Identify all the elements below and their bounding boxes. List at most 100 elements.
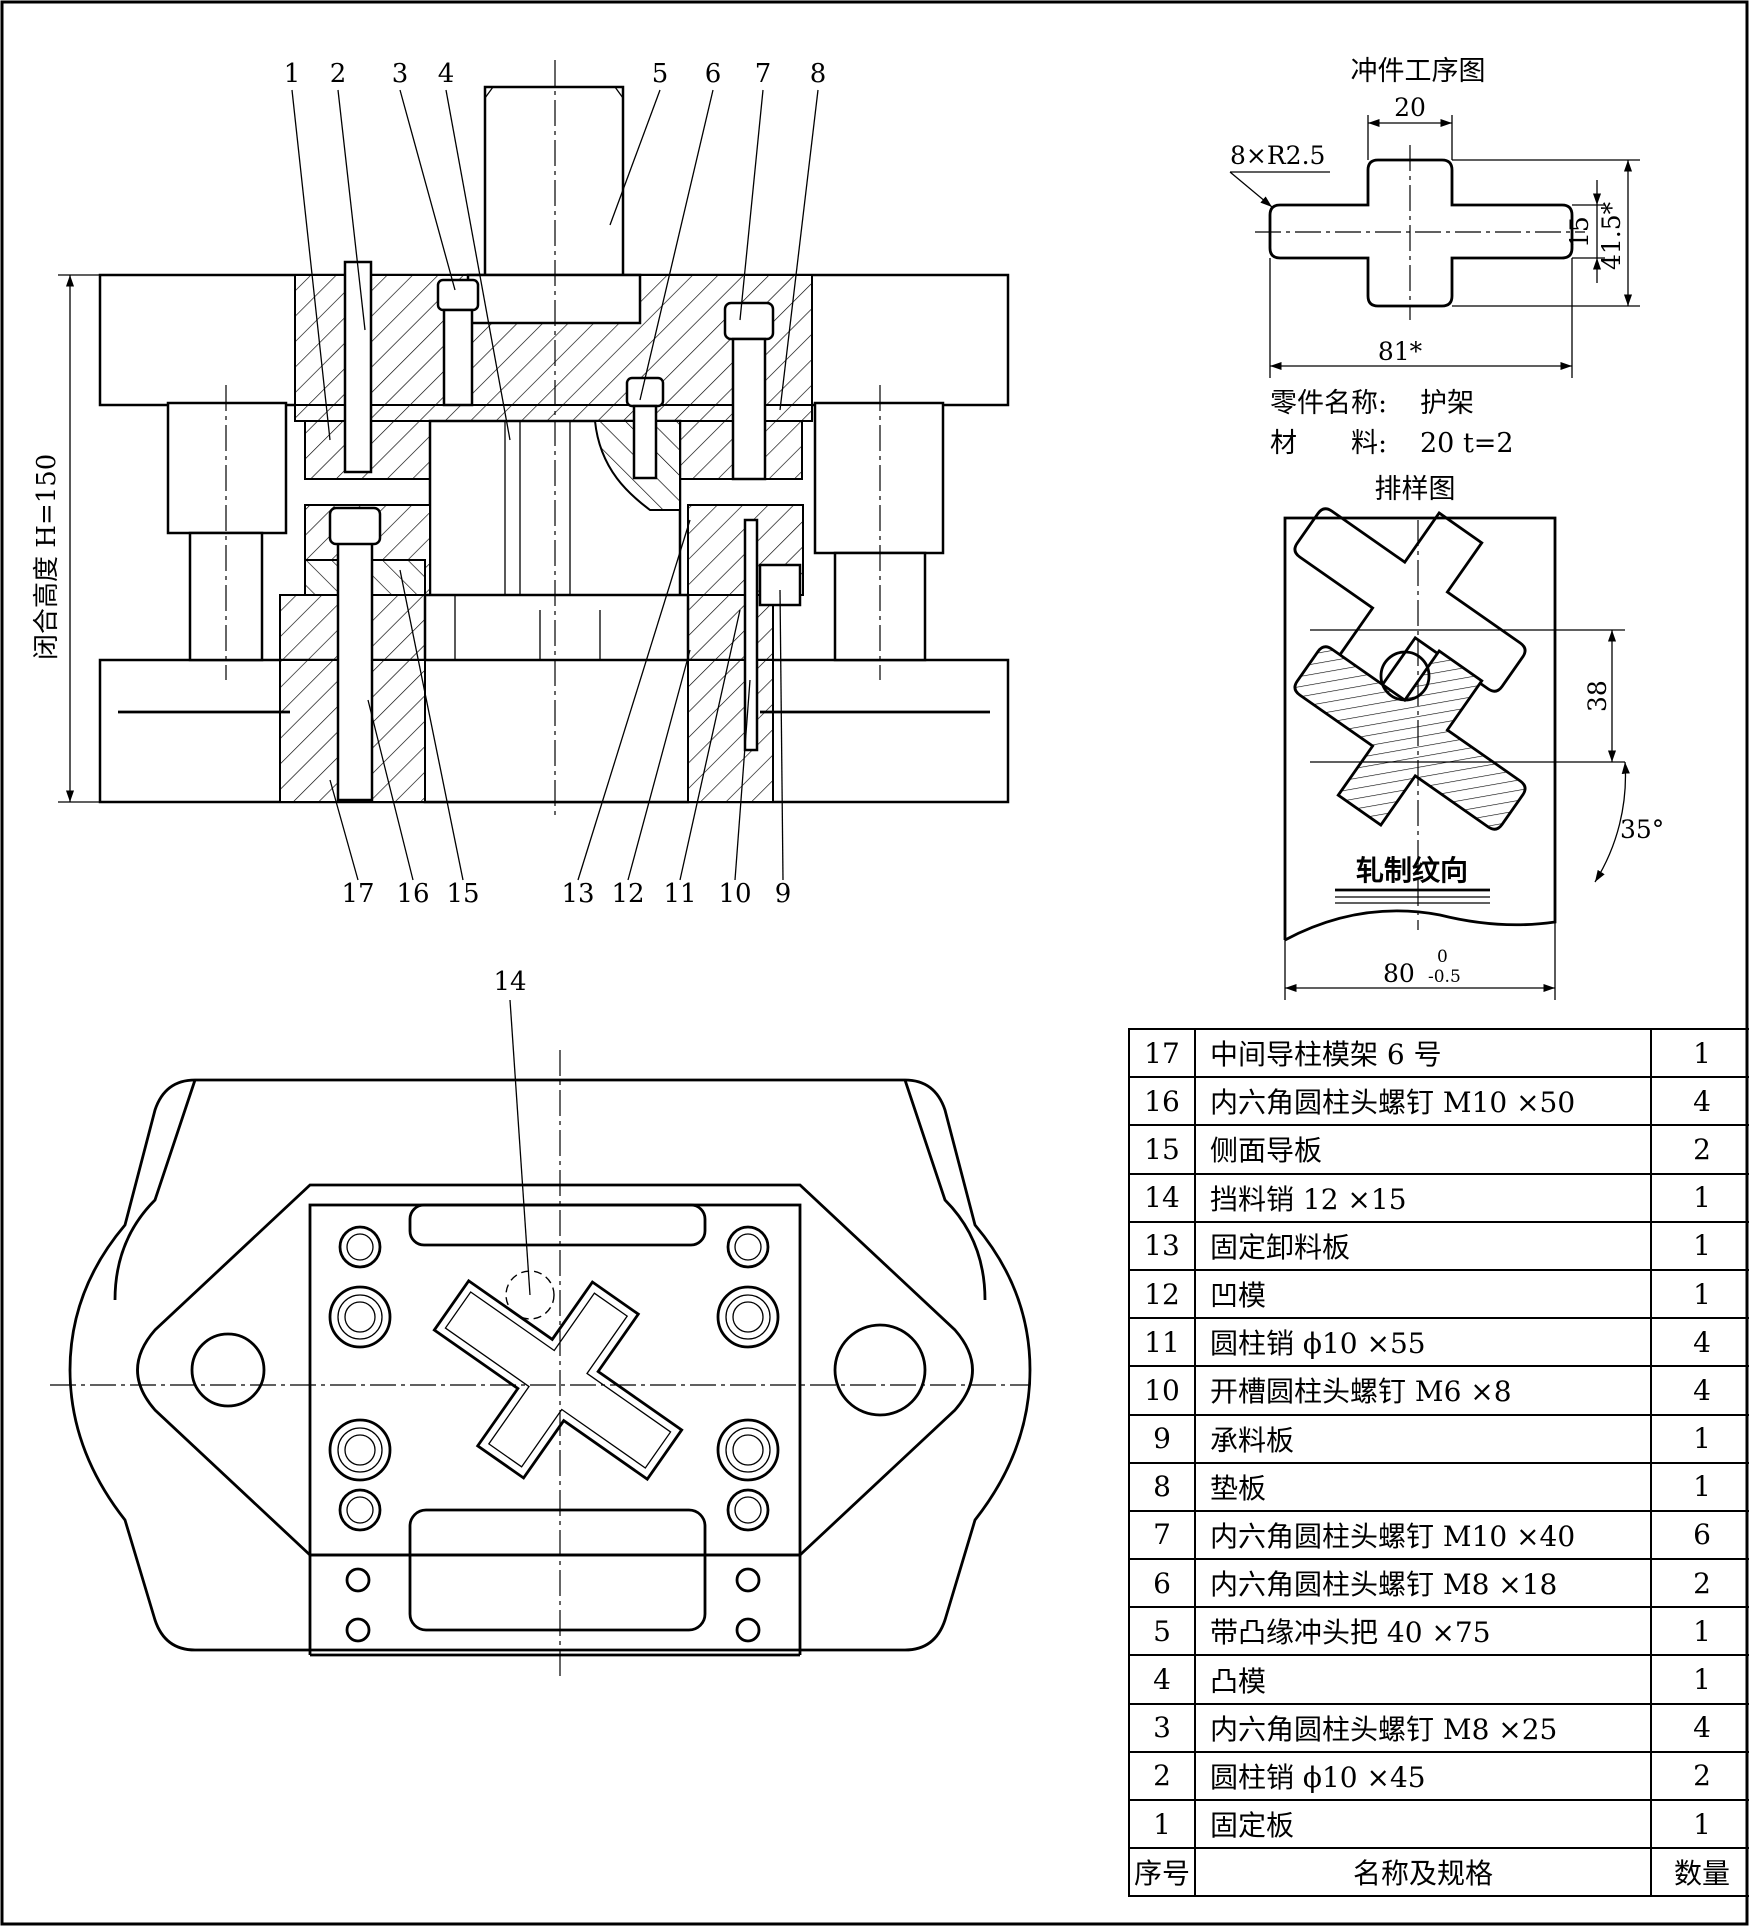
- dim-height-small: 15: [1565, 216, 1594, 248]
- callout-leader: [779, 589, 784, 881]
- strip-width: 80: [1383, 959, 1415, 988]
- dim-radius: 8×R2.5: [1230, 141, 1325, 170]
- callout-5: 5: [652, 59, 669, 89]
- die-plate-top: [308, 1203, 802, 1557]
- bom-qty: 1: [1650, 1268, 1749, 1320]
- bom-no: 16: [1128, 1076, 1196, 1127]
- plan-view: 14: [50, 967, 1032, 1680]
- bom-no: 5: [1128, 1606, 1196, 1657]
- callout-1: 1: [284, 59, 301, 89]
- die-cross-opening: [432, 1278, 684, 1482]
- bom-header-qty: 数量: [1650, 1847, 1749, 1898]
- callout-11: 11: [663, 879, 696, 909]
- bom-qty: 6: [1650, 1509, 1749, 1561]
- callout-leader: [445, 89, 511, 441]
- bom-no: 3: [1128, 1702, 1196, 1753]
- bom-qty: 4: [1650, 1076, 1749, 1127]
- bom-name: 圆柱销 ϕ10 ×55: [1194, 1317, 1652, 1368]
- screw-16: [336, 508, 374, 802]
- stock-support: [758, 563, 802, 607]
- guide-bush-left: [166, 401, 288, 535]
- screw-7: [723, 301, 775, 341]
- bom-name: 圆柱销 ϕ10 ×45: [1194, 1750, 1652, 1802]
- guide-bush-right: [813, 401, 945, 555]
- bom-name: 凹模: [1194, 1268, 1652, 1320]
- part-name-label: 零件名称:: [1270, 388, 1387, 419]
- callout-4: 4: [438, 59, 455, 89]
- callout-2: 2: [330, 59, 347, 89]
- bom-header-name: 名称及规格: [1194, 1847, 1652, 1898]
- bom-name: 固定卸料板: [1194, 1220, 1652, 1271]
- part-drawing-title: 冲件工序图: [1351, 56, 1486, 87]
- guide-slot-bottom: [408, 1508, 707, 1632]
- bom-no: 4: [1128, 1654, 1196, 1705]
- bom-name: 侧面导板: [1194, 1124, 1652, 1175]
- callout-leader: [739, 89, 764, 321]
- callout-leader: [337, 89, 366, 331]
- layout-cross-2: [1293, 645, 1527, 831]
- callout-8: 8: [810, 59, 827, 89]
- bom-name: 开槽圆柱头螺钉 M6 ×8: [1194, 1365, 1652, 1416]
- callout-12: 12: [611, 879, 644, 909]
- pin-2: [343, 260, 373, 474]
- bom-no: 8: [1128, 1461, 1196, 1512]
- bom-name: 固定板: [1194, 1798, 1652, 1850]
- bom-no: 13: [1128, 1220, 1196, 1271]
- bom-qty: 1: [1650, 1798, 1749, 1850]
- callout-6: 6: [705, 59, 722, 89]
- callout-leader: [329, 779, 359, 881]
- shank-flange: [466, 273, 642, 325]
- bom-name: 凸模: [1194, 1654, 1652, 1705]
- callout-leader: [367, 699, 414, 881]
- bom-no: 17: [1128, 1027, 1196, 1079]
- screw-10: [743, 518, 759, 752]
- dim-width-top: 20: [1394, 93, 1426, 122]
- bom-name: 垫板: [1194, 1461, 1652, 1512]
- shank: [483, 85, 625, 277]
- bom-name: 带凸缘冲头把 40 ×75: [1194, 1606, 1652, 1657]
- callout-16: 16: [396, 879, 429, 909]
- screw-holes: [328, 1225, 780, 1643]
- stop-pin: [505, 1270, 555, 1320]
- part-drawing: 冲件工序图 20 8×R2.5 15 41.5* 81* 零件名称: 护架 材 …: [1229, 56, 1640, 459]
- screw-3: [436, 278, 480, 312]
- layout-cross-1: [1293, 507, 1527, 693]
- bom-qty: 1: [1650, 1220, 1749, 1271]
- bom-name: 内六角圆柱头螺钉 M10 ×40: [1194, 1509, 1652, 1561]
- layout-title: 排样图: [1375, 474, 1456, 505]
- bom-qty: 1: [1650, 1461, 1749, 1512]
- bom-name: 承料板: [1194, 1413, 1652, 1464]
- callout-leader: [399, 569, 464, 881]
- callout-leader: [734, 679, 751, 881]
- callout-7: 7: [755, 59, 772, 89]
- rolling-direction: 轧制纹向: [1356, 854, 1468, 887]
- bom-qty: 1: [1650, 1027, 1749, 1079]
- material-value: 20 t=2: [1420, 428, 1514, 459]
- callout-leader: [291, 89, 331, 441]
- callout-15: 15: [446, 879, 479, 909]
- callout-13: 13: [561, 879, 594, 909]
- bom-name: 内六角圆柱头螺钉 M10 ×50: [1194, 1076, 1652, 1127]
- callout-10: 10: [718, 879, 751, 909]
- strip-tol-lower: -0.5: [1428, 967, 1461, 987]
- guide-slot-top: [408, 1203, 707, 1247]
- callout-14: 14: [493, 967, 526, 997]
- bom-no: 11: [1128, 1317, 1196, 1368]
- callout-leader: [627, 649, 691, 881]
